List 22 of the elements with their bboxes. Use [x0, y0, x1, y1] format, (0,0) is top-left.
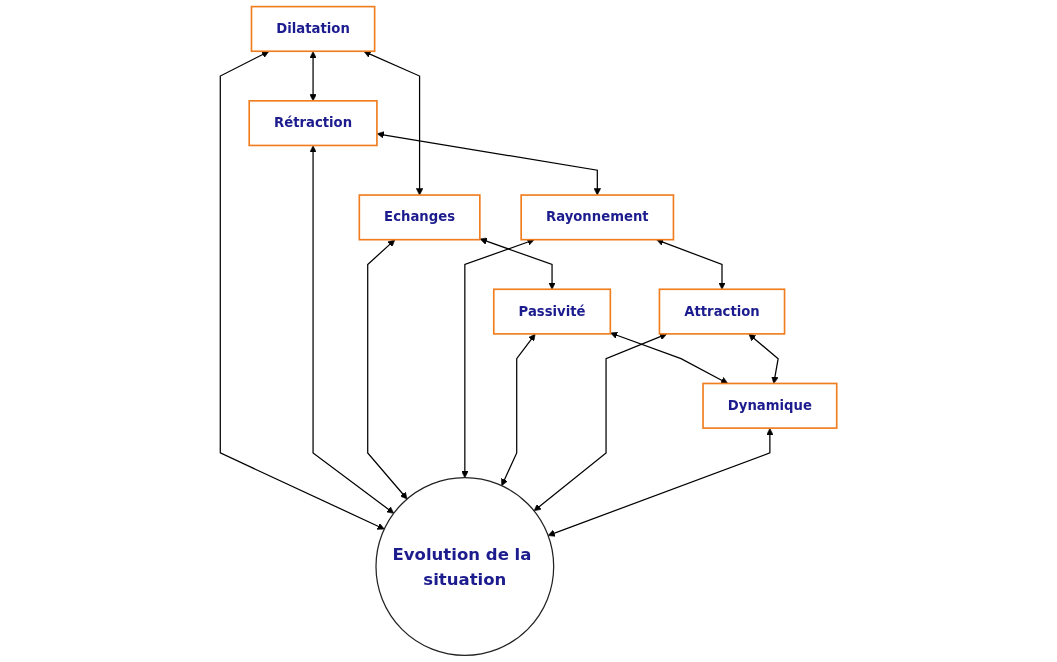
double-arrow [376, 131, 601, 196]
double-arrow [219, 51, 385, 530]
double-arrow [547, 428, 774, 537]
double-arrow [748, 333, 779, 384]
double-arrow [461, 238, 535, 479]
double-arrow [309, 51, 317, 102]
double-arrow [533, 333, 668, 512]
double-arrow [610, 331, 729, 384]
concept-box: Echanges [358, 194, 481, 241]
concept-box: Dilatation [250, 5, 376, 53]
double-arrow [367, 239, 408, 500]
double-arrow [656, 238, 726, 290]
concept-box: Rayonnement [520, 194, 675, 241]
central-circle: Evolution de la situation [375, 477, 555, 656]
concept-box: Attraction [658, 288, 786, 335]
double-arrow [479, 237, 556, 290]
concept-box: Dynamique [702, 382, 838, 429]
double-arrow [363, 50, 424, 196]
concept-box: Rétraction [248, 100, 378, 147]
concept-box: Passivité [492, 288, 612, 335]
double-arrow [501, 333, 536, 487]
double-arrow [309, 145, 395, 514]
